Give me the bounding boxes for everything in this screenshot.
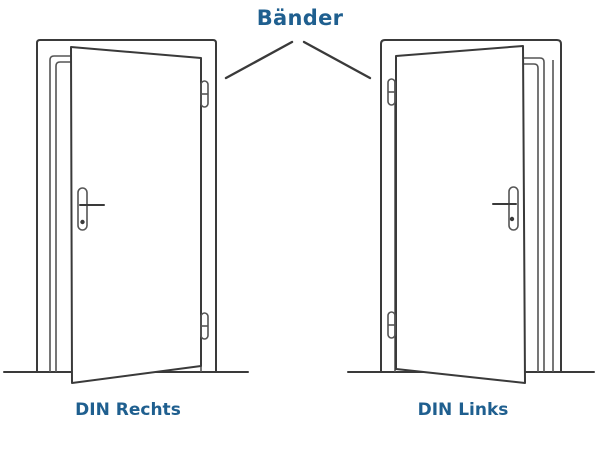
inner-frame-right-b [524,63,539,372]
hinge-icon [387,78,396,106]
hinge-icon [387,311,396,339]
door-din-rechts [3,39,249,384]
inner-frame-left-b [55,61,71,372]
door-leaf-left [70,46,202,384]
outer-frame-left [36,39,217,373]
caption-din-rechts: DIN Rechts [75,400,181,420]
door-handle-icon [492,186,519,231]
hinge-icon [200,312,209,340]
caption-din-links: DIN Links [417,400,509,420]
door-din-links [347,39,595,384]
pointer-line-left [224,40,294,80]
pointer-line-right [302,40,372,80]
inner-frame-left-a [49,55,71,372]
diagram-title: Bänder [256,6,344,30]
hinge-icon [200,80,209,108]
outer-frame-right [380,39,562,373]
inner-frame-right-a [524,57,545,372]
door-leaf-right [395,45,526,384]
door-handle-icon [77,187,105,231]
